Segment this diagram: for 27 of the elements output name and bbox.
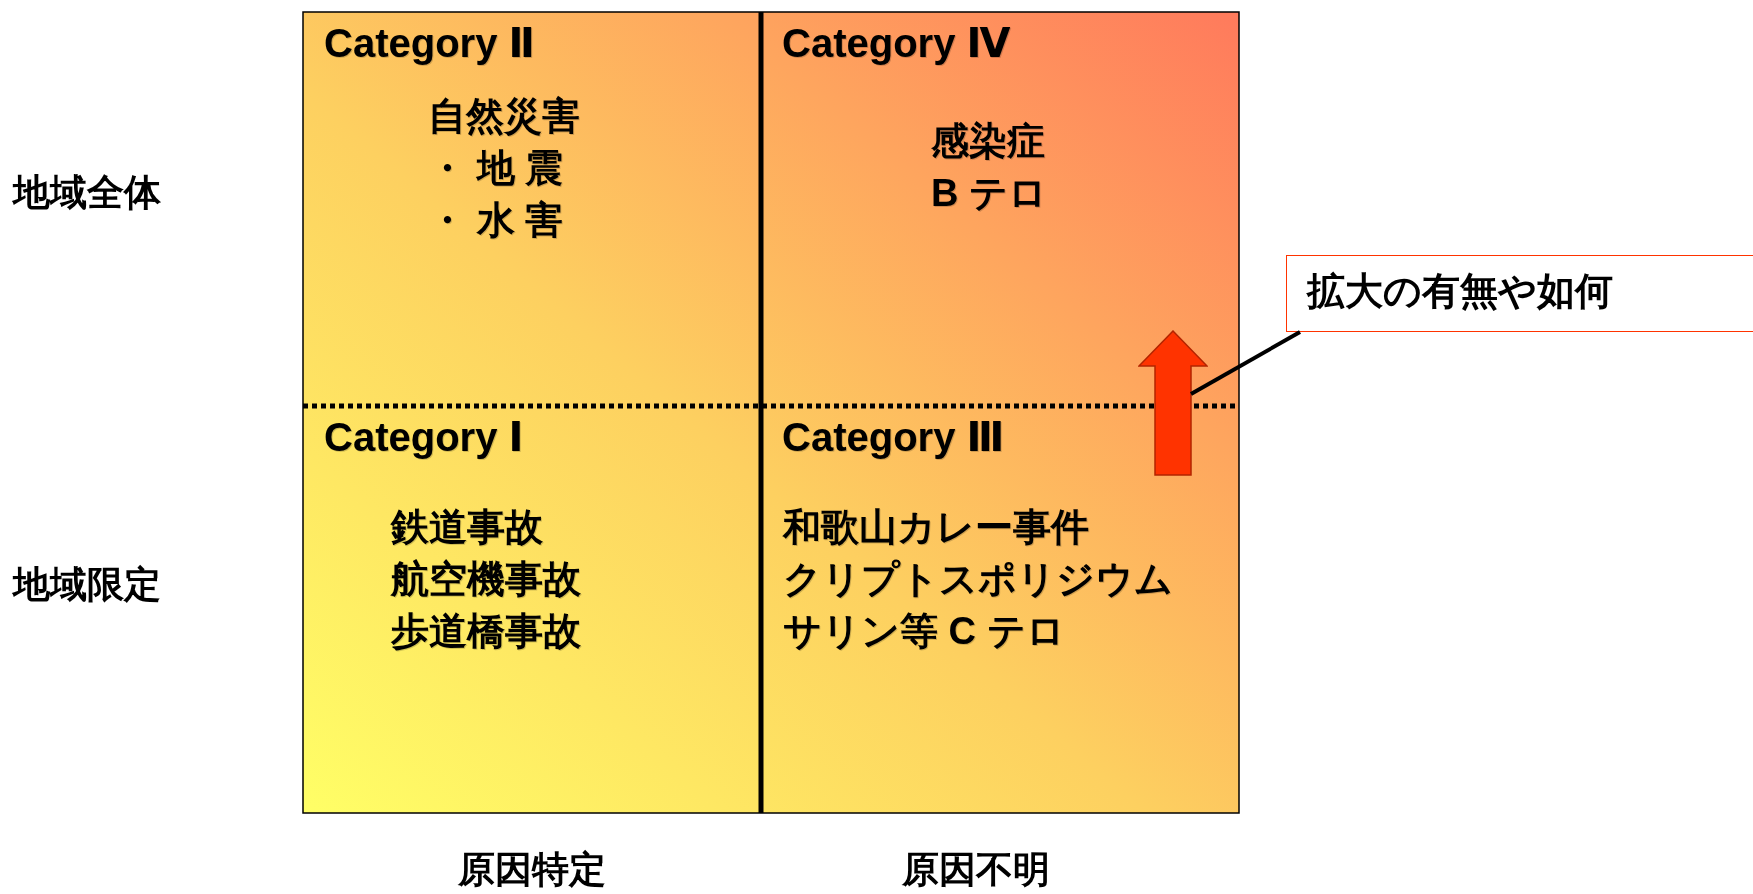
item-text: ・ 地 震 [428, 146, 564, 191]
callout-box [1286, 255, 1753, 332]
item-text: 和歌山カレー事件 [783, 505, 1089, 550]
item-text: 自然災害 [428, 94, 580, 139]
item-text: クリプトスポリジウム [783, 557, 1173, 602]
item-text: サリン等 C テロ [783, 609, 1065, 654]
item-text: B テロ [931, 171, 1047, 216]
quadrant-box [303, 12, 761, 406]
leader-line [1190, 330, 1301, 396]
row-label: 地域限定 [13, 563, 161, 607]
category-heading: Category Ⅲ [782, 414, 1005, 460]
quadrant-box [761, 12, 1239, 406]
category-heading: Category Ⅳ [782, 20, 1011, 66]
column-label: 原因特定 [458, 848, 606, 892]
item-text: 鉄道事故 [391, 505, 543, 550]
quadrant-box [303, 406, 761, 813]
up-arrow [1138, 330, 1208, 476]
callout-text: 拡大の有無や如何 [1307, 269, 1613, 314]
row-label: 地域全体 [13, 171, 161, 215]
item-text: 感染症 [931, 119, 1045, 164]
column-label: 原因不明 [902, 848, 1050, 892]
item-text: ・ 水 害 [428, 198, 564, 243]
category-heading: Category Ⅱ [324, 20, 535, 66]
category-heading: Category Ⅰ [324, 414, 524, 460]
item-text: 航空機事故 [391, 557, 581, 602]
quadrant-box [761, 406, 1239, 813]
item-text: 歩道橋事故 [391, 609, 581, 654]
